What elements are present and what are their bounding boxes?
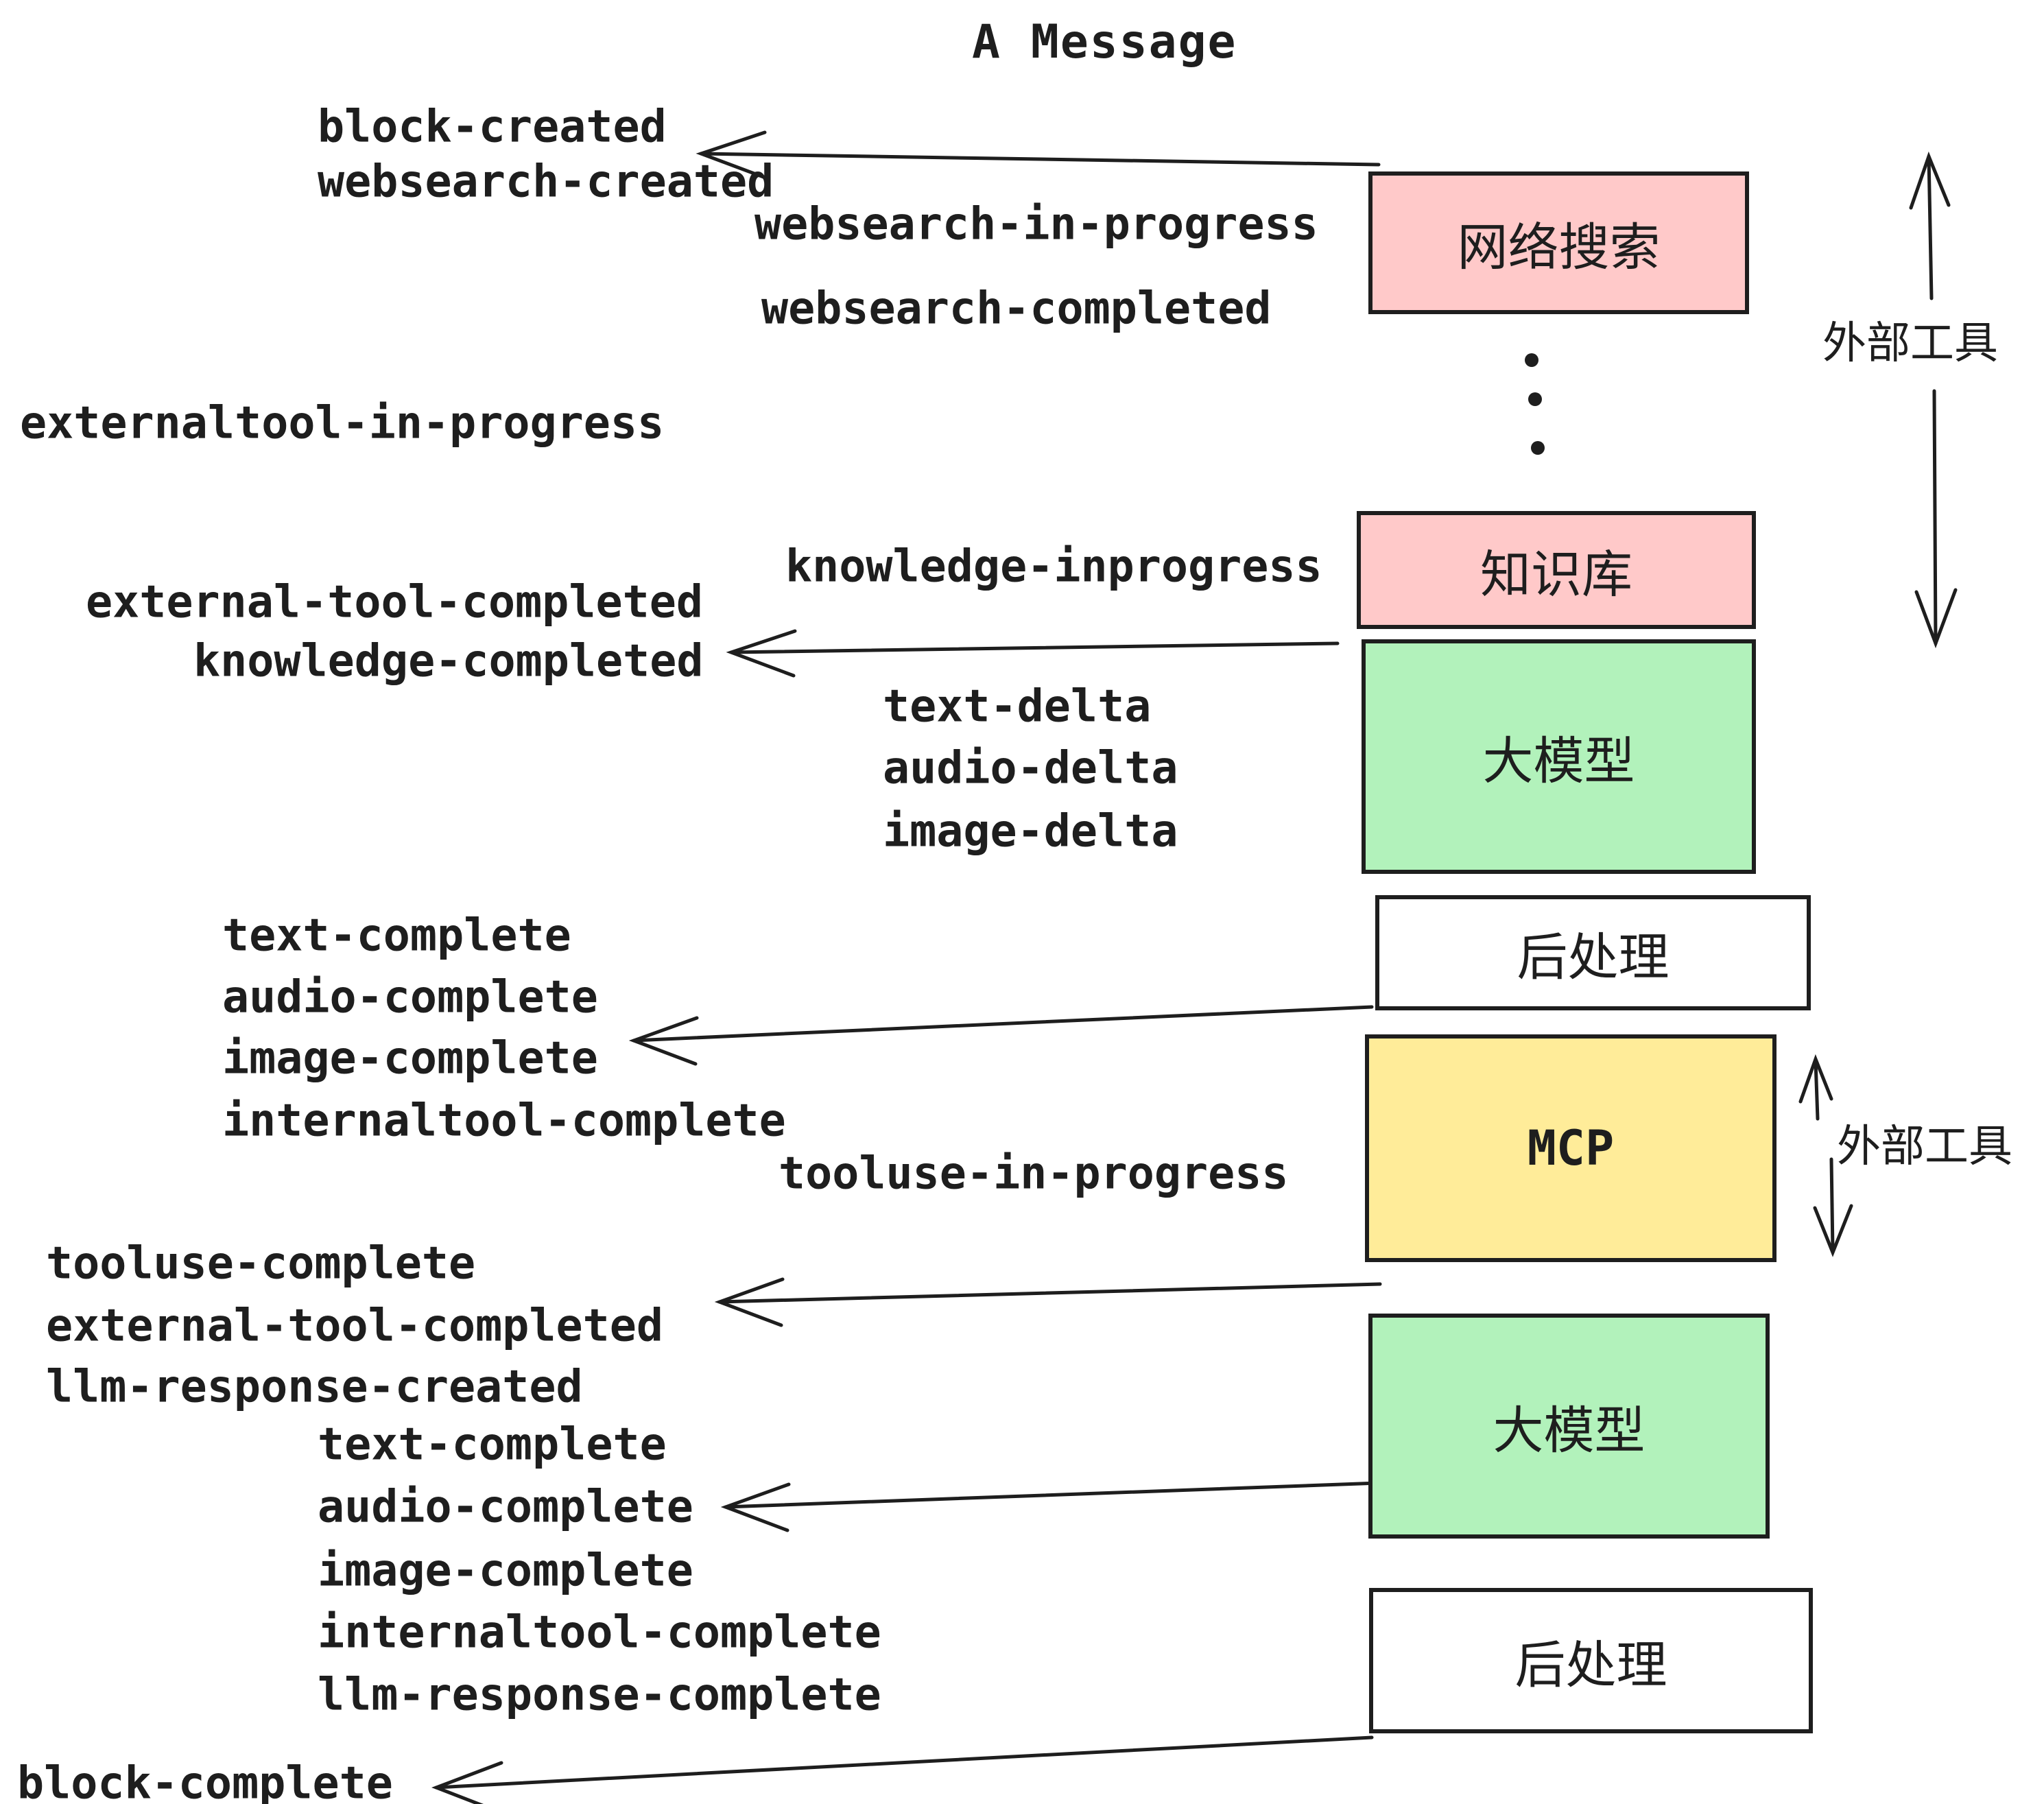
event-text-delta-1: text-delta <box>883 680 1152 733</box>
event-llm-response-complete: llm-response-complete <box>318 1669 881 1721</box>
event-tooluse-complete: tooluse-complete <box>46 1237 476 1290</box>
box-postprocess-1: 后处理 <box>1375 895 1811 1010</box>
event-image-delta-1: image-delta <box>883 805 1178 857</box>
box-websearch: 网络搜索 <box>1368 171 1749 314</box>
box-llm-2: 大模型 <box>1368 1314 1770 1539</box>
event-websearch-in-progress: websearch-in-progress <box>754 198 1318 250</box>
arrow-websearch-created <box>696 130 1381 179</box>
external-tools-label-mcp: 外部工具 <box>1837 1121 2012 1171</box>
event-audio-complete-2: audio-complete <box>318 1481 693 1533</box>
box-llm-1: 大模型 <box>1362 639 1756 874</box>
external-tools-up-arrow <box>1909 151 1951 300</box>
event-external-tool-completed-1: external-tool-completed <box>86 576 704 628</box>
arrow-internal-complete-2 <box>720 1481 1381 1532</box>
box-postprocess-2-label: 后处理 <box>1514 1636 1667 1694</box>
box-mcp: MCP <box>1365 1034 1776 1262</box>
event-internaltool-complete-1: internaltool-complete <box>222 1095 786 1147</box>
event-knowledge-inprogress: knowledge-inprogress <box>785 541 1322 593</box>
event-websearch-completed: websearch-completed <box>761 283 1272 335</box>
ellipsis-dots-icon <box>1525 353 1545 455</box>
event-externaltool-in-progress: externaltool-in-progress <box>20 397 665 449</box>
mcp-external-down-arrow <box>1813 1157 1853 1257</box>
arrow-internal-complete-1 <box>628 1005 1374 1066</box>
box-mcp-label: MCP <box>1527 1120 1615 1176</box>
box-postprocess-2: 后处理 <box>1369 1588 1813 1733</box>
event-image-complete-1: image-complete <box>222 1032 598 1084</box>
arrow-knowledge-completed <box>726 629 1340 678</box>
event-image-complete-2: image-complete <box>318 1545 693 1597</box>
event-internaltool-complete-2: internaltool-complete <box>318 1606 881 1659</box>
event-audio-complete-1: audio-complete <box>222 971 598 1023</box>
event-text-complete-2: text-complete <box>318 1419 667 1471</box>
box-postprocess-1-label: 后处理 <box>1517 928 1669 986</box>
external-tools-label-top: 外部工具 <box>1822 318 1998 368</box>
event-llm-response-created: llm-response-created <box>46 1361 583 1413</box>
diagram-title: A Message <box>972 15 1237 69</box>
event-block-complete: block-complete <box>17 1757 393 1804</box>
box-llm-2-label: 大模型 <box>1493 1401 1645 1459</box>
event-block-created: block-created <box>318 101 667 153</box>
external-tools-down-arrow <box>1914 389 1958 649</box>
event-external-tool-completed-2: external-tool-completed <box>46 1300 664 1352</box>
box-knowledge-label: 知识库 <box>1480 545 1632 603</box>
box-knowledge: 知识库 <box>1357 511 1756 629</box>
arrow-tooluse-complete <box>714 1277 1382 1327</box>
event-knowledge-completed: knowledge-completed <box>193 635 704 687</box>
event-text-complete-1: text-complete <box>222 910 571 962</box>
event-tooluse-in-progress: tooluse-in-progress <box>779 1148 1289 1200</box>
arrow-block-complete <box>431 1735 1374 1804</box>
event-audio-delta-1: audio-delta <box>883 742 1178 794</box>
box-websearch-label: 网络搜索 <box>1457 218 1661 276</box>
event-websearch-created: websearch-created <box>318 156 774 208</box>
box-llm-1-label: 大模型 <box>1482 732 1635 790</box>
mcp-external-up-arrow <box>1798 1054 1833 1121</box>
